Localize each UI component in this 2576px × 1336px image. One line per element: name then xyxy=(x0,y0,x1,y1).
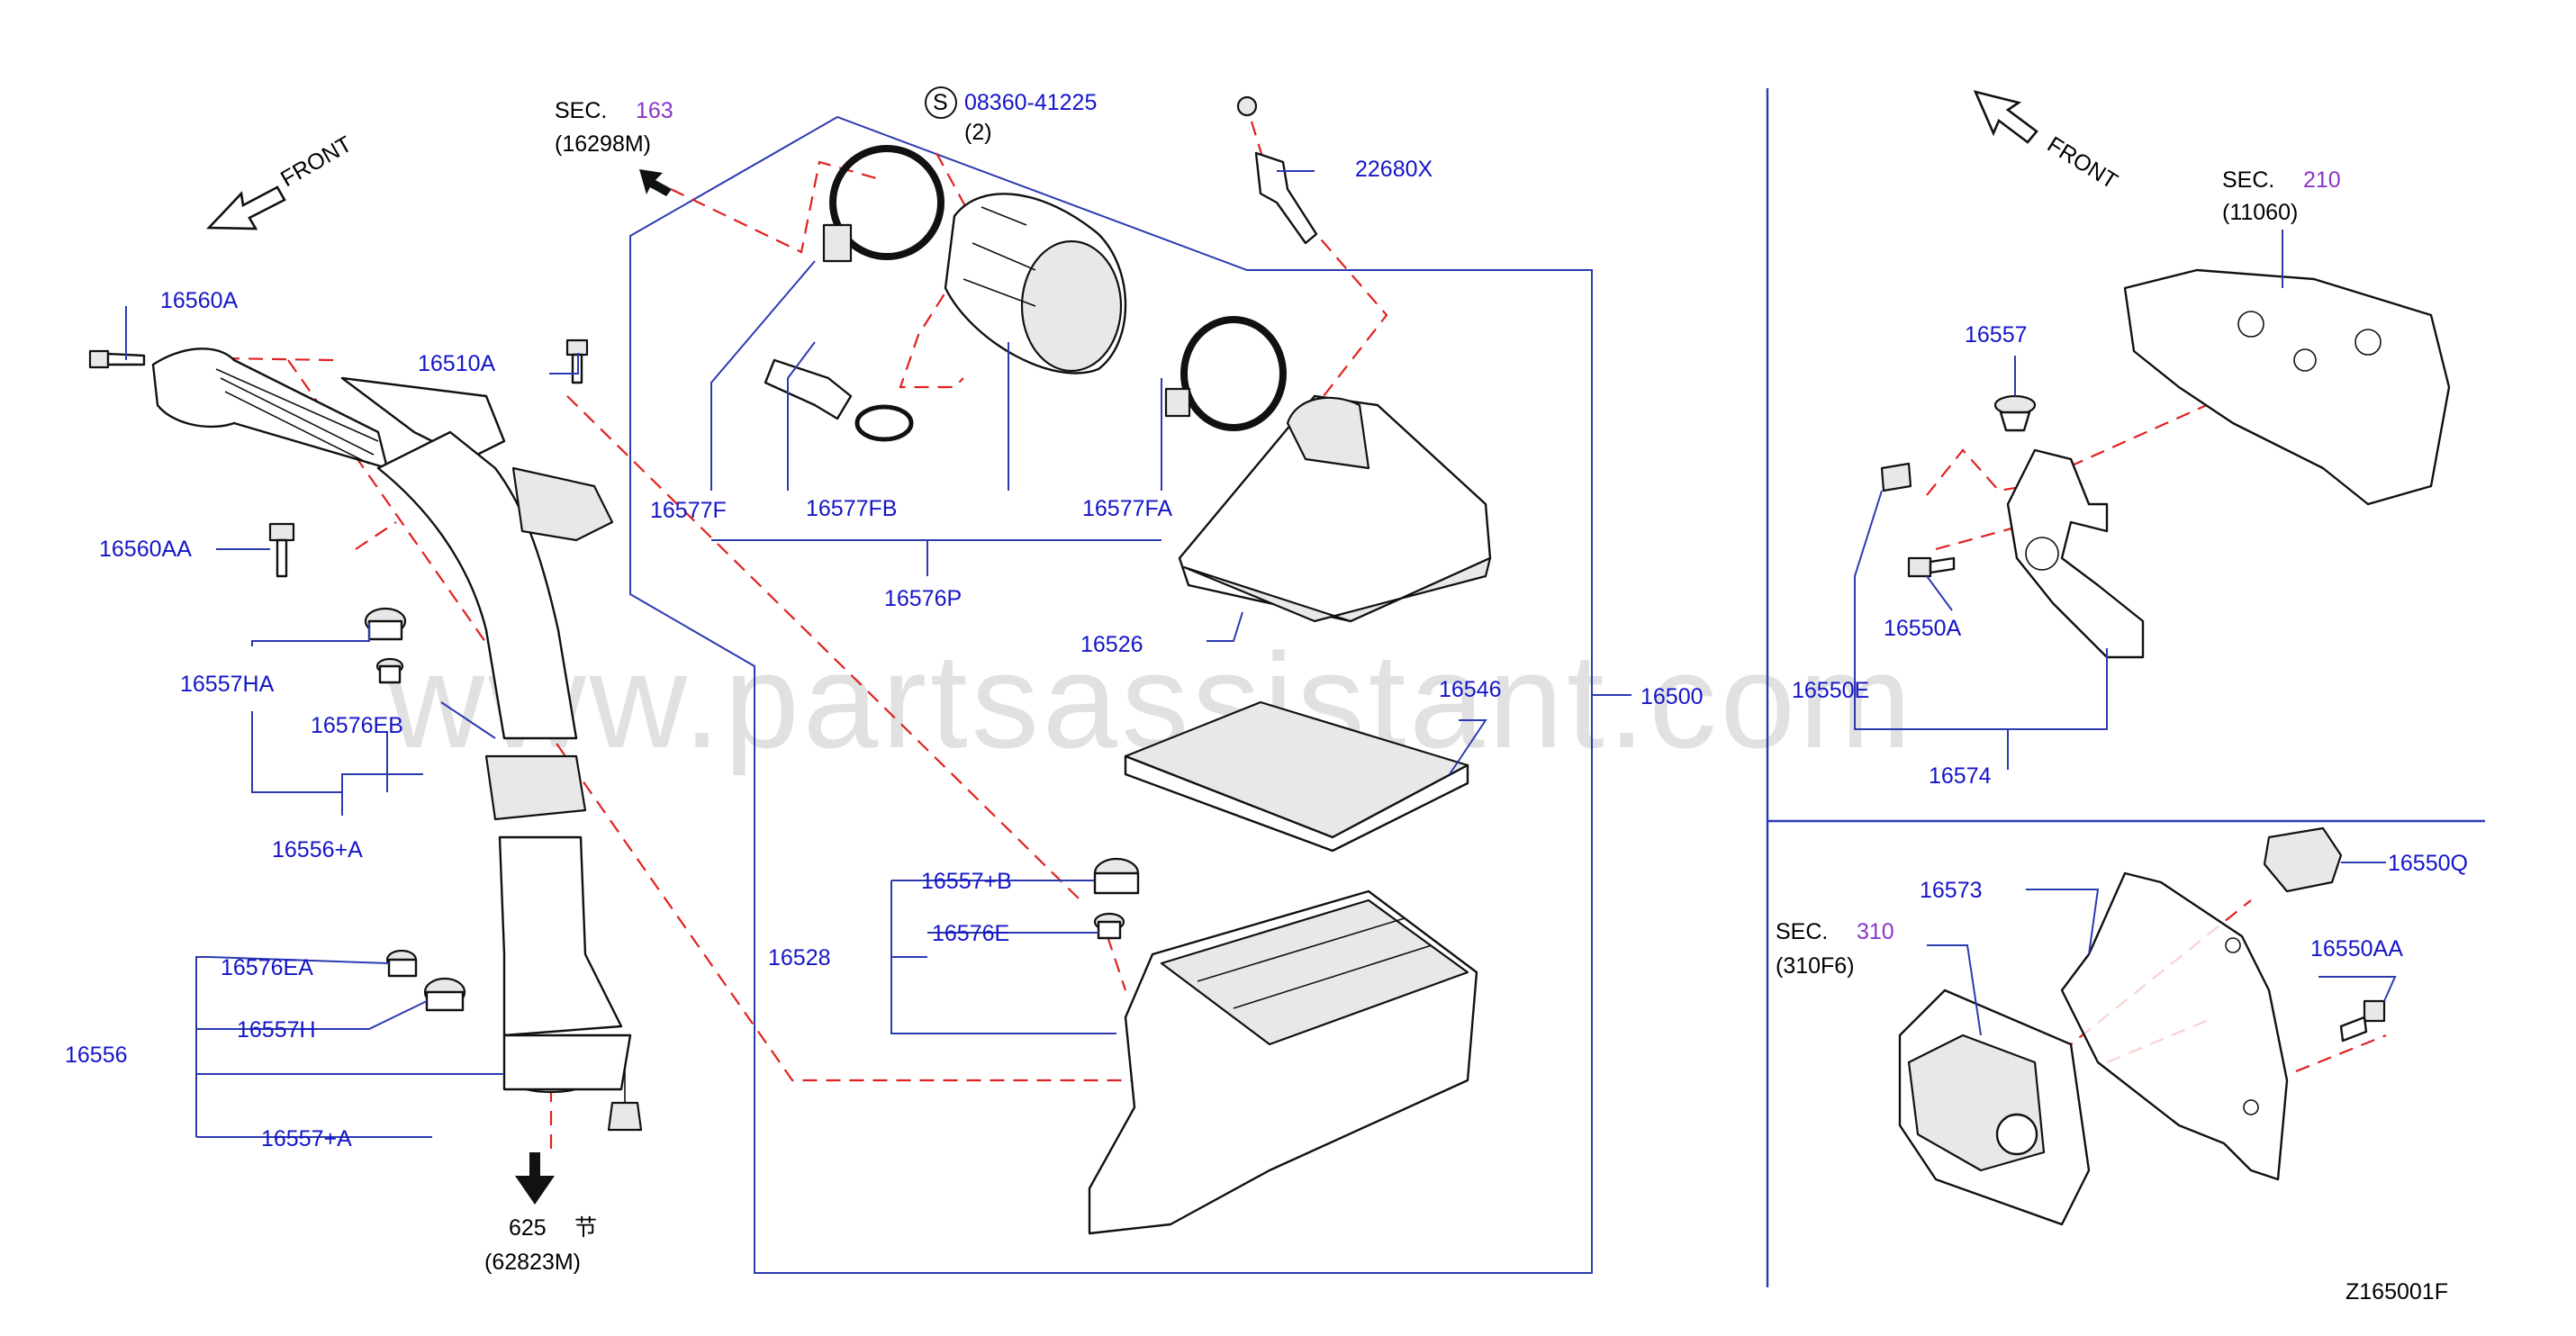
section-arrow-163 xyxy=(639,169,672,196)
sensor-22680X[interactable] xyxy=(1236,95,1318,245)
part-label-16546[interactable]: 16546 xyxy=(1439,677,1502,702)
engine-part-sec210[interactable] xyxy=(2123,268,2451,506)
part-label-16576EB[interactable]: 16576EB xyxy=(311,713,403,738)
bolt-16560AA[interactable] xyxy=(268,522,295,578)
part-label-16574[interactable]: 16574 xyxy=(1929,763,1992,789)
svg-text:(62823M): (62823M) xyxy=(484,1250,581,1275)
clip-16557[interactable] xyxy=(1993,394,2037,432)
collar-16576EB[interactable] xyxy=(375,657,404,684)
bolt-16560A[interactable] xyxy=(88,349,146,369)
air-duct-16556[interactable] xyxy=(151,348,632,1094)
standard-part-ref[interactable]: S 08360-41225 (2) xyxy=(925,86,1097,145)
part-label-16500[interactable]: 16500 xyxy=(1641,684,1704,709)
collar-16576EA[interactable] xyxy=(385,949,418,978)
hose-16577FB[interactable] xyxy=(764,358,914,442)
svg-text:SEC.: SEC. xyxy=(555,98,607,123)
svg-text:(2): (2) xyxy=(964,120,992,145)
grommet-16557H[interactable] xyxy=(423,977,466,1012)
bolt-16550A[interactable] xyxy=(1907,556,1956,578)
part-label-16556A[interactable]: 16556+A xyxy=(272,837,363,862)
part-labels: 16560A 16510A 16560AA 16557HA 16576EB 16… xyxy=(65,157,2468,1151)
clip-16557A[interactable] xyxy=(607,1067,643,1132)
part-label-16560AA[interactable]: 16560AA xyxy=(99,537,192,562)
clamp-upper[interactable] xyxy=(822,145,945,263)
part-label-16576P[interactable]: 16576P xyxy=(884,586,962,611)
part-label-22680X[interactable]: 22680X xyxy=(1355,157,1433,182)
part-label-16577FB[interactable]: 16577FB xyxy=(806,496,897,521)
part-label-16526[interactable]: 16526 xyxy=(1080,632,1143,657)
air-cleaner-body-16528[interactable] xyxy=(1088,889,1478,1235)
svg-text:625: 625 xyxy=(509,1215,547,1241)
part-label-16550AA[interactable]: 16550AA xyxy=(2310,936,2403,961)
part-label-16550E[interactable]: 16550E xyxy=(1792,678,1869,703)
svg-text:(11060): (11060) xyxy=(2222,200,2298,225)
grommet-16557B[interactable] xyxy=(1093,857,1140,895)
clamp-16577FA[interactable] xyxy=(1164,316,1287,431)
part-label-16550Q[interactable]: 16550Q xyxy=(2388,851,2468,876)
part-label-16557HA[interactable]: 16557HA xyxy=(180,672,275,697)
svg-text:节: 节 xyxy=(574,1215,597,1241)
section-ref-210[interactable]: SEC. 210 (11060) xyxy=(2222,167,2341,225)
svg-text:210: 210 xyxy=(2303,167,2341,193)
part-label-16557B[interactable]: 16557+B xyxy=(921,869,1012,894)
part-label-16576EA[interactable]: 16576EA xyxy=(221,955,313,980)
bolt-16550AA[interactable] xyxy=(2339,999,2386,1043)
part-label-16510A[interactable]: 16510A xyxy=(418,351,496,376)
air-duct-16576P[interactable] xyxy=(944,193,1127,375)
assembly-outline-16500 xyxy=(629,115,1593,1274)
front-label-right: FRONT xyxy=(2043,131,2122,194)
part-label-16577FA[interactable]: 16577FA xyxy=(1082,496,1172,521)
collar-16576E[interactable] xyxy=(1093,912,1125,940)
part-label-16528[interactable]: 16528 xyxy=(768,945,831,970)
section-ref-310[interactable]: SEC. 310 (310F6) xyxy=(1776,919,1894,979)
part-label-16556[interactable]: 16556 xyxy=(65,1043,128,1068)
part-label-16550A[interactable]: 16550A xyxy=(1884,616,1962,641)
air-filter-16546[interactable] xyxy=(1124,700,1469,853)
svg-text:(16298M): (16298M) xyxy=(555,131,651,157)
air-cleaner-cover-16526[interactable] xyxy=(1178,394,1492,623)
diagram-code: Z165001F xyxy=(2346,1279,2448,1304)
part-label-16557H[interactable]: 16557H xyxy=(237,1017,316,1043)
bracket-16574[interactable] xyxy=(2006,448,2145,659)
part-label-16573[interactable]: 16573 xyxy=(1920,878,1983,903)
part-label-16576E[interactable]: 16576E xyxy=(932,921,1009,946)
part-label-16557[interactable]: 16557 xyxy=(1965,322,2028,348)
part-label-16560A[interactable]: 16560A xyxy=(160,288,239,313)
svg-text:08360-41225: 08360-41225 xyxy=(964,90,1097,115)
svg-text:310: 310 xyxy=(1857,919,1894,944)
svg-text:S: S xyxy=(933,90,948,115)
svg-text:SEC.: SEC. xyxy=(1776,919,1828,944)
svg-text:163: 163 xyxy=(636,98,673,123)
leader-lines xyxy=(125,170,2397,1138)
svg-text:(310F6): (310F6) xyxy=(1776,953,1855,979)
part-label-16557A[interactable]: 16557+A xyxy=(261,1126,352,1151)
clip-16550E[interactable] xyxy=(1880,462,1912,492)
bottom-ref-625[interactable]: 625 节 (62823M) xyxy=(484,1152,597,1275)
module-sec310[interactable] xyxy=(1898,988,2091,1226)
svg-text:SEC.: SEC. xyxy=(2222,167,2274,193)
front-arrow-right: FRONT xyxy=(1973,90,2122,194)
grommet-16557HA[interactable] xyxy=(364,607,407,641)
clip-16550Q[interactable] xyxy=(2263,826,2343,893)
section-ref-163[interactable]: SEC. 163 (16298M) xyxy=(555,98,673,157)
front-arrow-left: FRONT xyxy=(206,131,357,230)
part-label-16577F[interactable]: 16577F xyxy=(650,498,727,523)
bracket-16573[interactable] xyxy=(2060,871,2289,1181)
front-label-left: FRONT xyxy=(276,131,357,192)
